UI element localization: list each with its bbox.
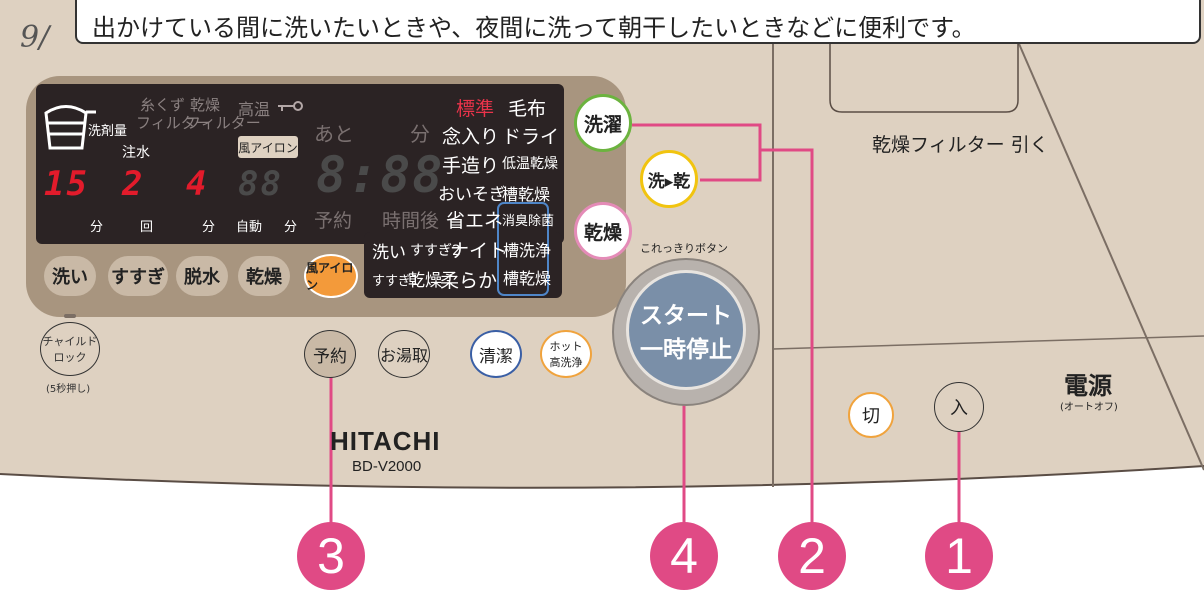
water-label: 注水: [122, 145, 150, 161]
dry-time-digits: 88: [238, 164, 283, 204]
detergent-label: 洗剤量: [88, 124, 128, 139]
dry-mode-button[interactable]: 乾燥: [574, 202, 632, 260]
wash-unit: 分: [90, 220, 104, 235]
corner-text: 9/: [20, 20, 50, 55]
hot-water-button[interactable]: お湯取: [378, 330, 430, 378]
start-pause-button[interactable]: スタート 一時停止: [626, 270, 746, 390]
wash-time-digits: 15: [44, 164, 89, 204]
lint-filter-label-2: フィルター: [136, 114, 211, 132]
spin-time-digit: 4: [186, 164, 209, 204]
callout-4: 4: [650, 522, 718, 590]
callout-2: 2: [778, 522, 846, 590]
hours-later-label: 時間後: [382, 210, 440, 232]
korekkiri-label: これっきりボタン: [640, 242, 728, 255]
child-lock-note: (5秒押し): [46, 384, 91, 395]
wash-button[interactable]: 洗い: [44, 256, 96, 296]
hot-wash-label-2: 高洗浄: [549, 356, 583, 369]
power-note: (オートオフ): [1060, 402, 1118, 413]
course-tub-dry-2: 槽乾燥: [503, 269, 552, 288]
high-temp-label: 高温: [238, 100, 271, 119]
airiron-button[interactable]: 風アイロン: [304, 254, 358, 298]
child-lock-button[interactable]: チャイルド ロック: [40, 322, 100, 376]
reserve-button[interactable]: 予約: [304, 330, 356, 378]
course-tub-wash: 槽洗浄: [503, 241, 552, 260]
course-soft: 柔らか: [440, 270, 498, 292]
rinse-button[interactable]: すすぎ: [108, 256, 168, 296]
dry-button[interactable]: 乾燥: [238, 256, 290, 296]
indicator-dry: 乾燥: [408, 271, 442, 291]
filter-lid-label: 乾燥フィルター 引く: [872, 134, 1049, 156]
minute-label: 分: [410, 122, 430, 146]
pause-label: 一時停止: [640, 337, 732, 363]
course-tezukuri: 手造り: [442, 155, 500, 177]
airiron-indicator: 風アイロン: [238, 136, 298, 158]
remaining-label: あと: [314, 122, 354, 146]
hot-wash-label-1: ホット: [549, 340, 583, 353]
spin-unit: 分: [202, 220, 216, 235]
dry-filter-label-2: フィルター: [186, 114, 261, 132]
brand-name: HITACHI: [330, 426, 441, 456]
course-lowtemp-dry: 低温乾燥: [502, 156, 558, 172]
banner-box: [75, 0, 1201, 44]
power-on-button[interactable]: 入: [934, 382, 984, 432]
hot-wash-button[interactable]: ホット 高洗浄: [540, 330, 592, 378]
spin-button[interactable]: 脱水: [176, 256, 228, 296]
power-off-button[interactable]: 切: [848, 392, 894, 438]
course-tub-dry-1: 槽乾燥: [502, 185, 551, 204]
rinse-unit: 回: [140, 220, 154, 235]
course-nenri: 念入り: [442, 126, 500, 148]
main-time-digits: 8:88: [316, 146, 445, 204]
child-lock-label-2: ロック: [53, 351, 87, 364]
auto-unit: 自動: [236, 220, 263, 235]
course-night: ナイト: [450, 240, 508, 262]
indicator-rinse2: すすぎ2: [410, 243, 461, 259]
callout-1: 1: [925, 522, 993, 590]
course-blanket: 毛布: [508, 98, 547, 120]
course-deodorize: 消臭除菌: [502, 214, 555, 229]
model-number: BD-V2000: [352, 458, 422, 475]
banner-text: 出かけている間に洗いたいときや、夜間に洗って朝干したいときなどに便利です。: [92, 14, 976, 42]
dry-unit: 分: [284, 220, 298, 235]
start-label: スタート: [640, 303, 732, 329]
callout-3: 3: [297, 522, 365, 590]
dry-filter-label-1: 乾燥: [190, 96, 221, 114]
indicator-rinse1: すすぎ1: [372, 274, 420, 289]
indicator-wash: 洗い: [372, 243, 406, 263]
wash-mode-button[interactable]: 洗濯: [574, 94, 632, 152]
power-label: 電源: [1064, 372, 1112, 400]
child-lock-label-1: チャイルド: [42, 335, 98, 348]
course-oisogi: おいそぎ: [438, 185, 506, 205]
lint-filter-label-1: 糸くず: [140, 96, 186, 114]
wash-dry-mode-button[interactable]: 洗▸乾: [640, 150, 698, 208]
reserve-label: 予約: [314, 210, 353, 232]
course-eco: 省エネ: [446, 210, 504, 232]
clean-button[interactable]: 清潔: [470, 330, 522, 378]
course-standard: 標準: [456, 98, 495, 120]
rinse-count-digit: 2: [122, 164, 145, 204]
course-dry: ドライ: [502, 126, 560, 148]
